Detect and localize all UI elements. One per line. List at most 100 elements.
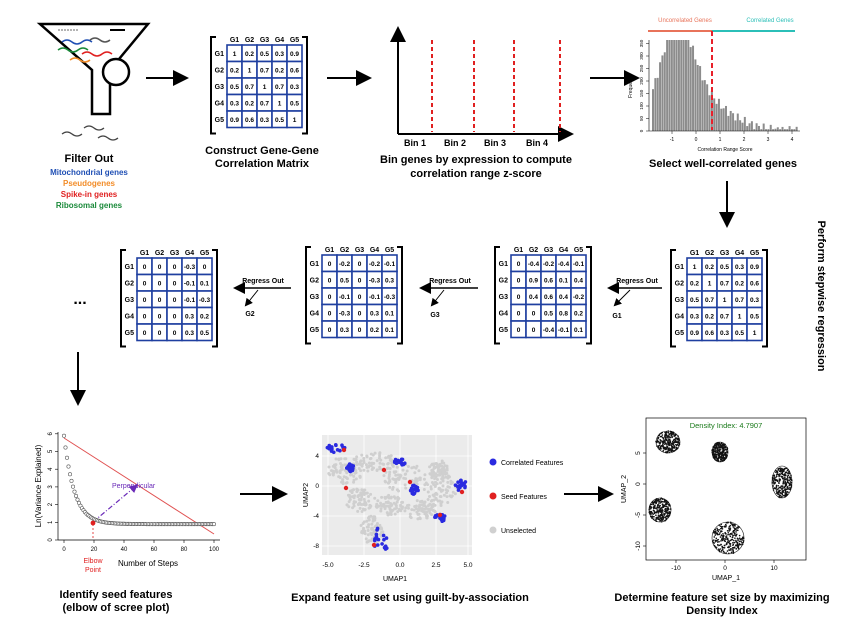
hist-bar [750,121,753,131]
umap1-point-unselected [348,498,352,502]
umap1-point-unselected [441,471,445,475]
umap2-point [726,542,728,545]
umap1-point-unselected [433,509,437,513]
scree-ytick: 0 [48,538,54,542]
umap2-point [729,528,732,531]
matrix-cell-value: -0.2 [573,294,585,301]
hist-bar [743,116,746,131]
svg-text:Regress Out: Regress Out [429,278,471,285]
umap1-point-unselected [414,507,418,511]
umap2-point [720,540,722,542]
umap1-point-unselected [339,461,343,465]
legend-unselected-dot [489,526,497,534]
matrix-cell [381,320,398,339]
umap1-point-unselected [376,499,380,503]
umap2-point [726,550,729,552]
umap2-point [780,475,782,478]
umap1-point-unselected [442,493,446,497]
hist-bar [668,40,671,131]
umap2-point [662,517,665,520]
hist-bar [748,123,751,131]
umap2-point [728,549,730,551]
umap2-point [729,527,732,530]
umap2-point [662,519,664,521]
matrix-bracket-right [586,246,592,345]
hist-bar [767,129,770,131]
umap2-point [661,498,664,500]
umap2-point [662,504,665,507]
umap1-point-unselected [415,482,419,486]
umap1-point-unselected [429,487,433,491]
elbow-point [90,520,96,526]
umap1-point-unselected [370,468,374,472]
umap1-point-unselected [357,498,361,502]
umap1-point-unselected [450,494,454,498]
umap2-point [715,456,718,458]
umap2-point [654,499,657,501]
matrix-cell-value: 1 [753,330,757,337]
umap1-point-unselected [345,481,349,485]
umap2-point [672,449,674,452]
umap1-point-unselected [362,468,366,472]
umap2-point [714,447,716,450]
umap1-point-unselected [360,453,364,457]
umap2-point [715,547,718,549]
umap1-point-unselected [423,483,427,487]
umap2-point [782,494,785,497]
umap1-point-correlated [459,480,463,484]
umap1-point-unselected [347,505,351,509]
umap2-point [650,510,653,513]
umap1-point-unselected [440,464,444,468]
umap2-point [665,517,668,520]
umap1-point-unselected [442,467,446,471]
umap1-point-unselected [352,457,356,461]
umap2-point [732,541,734,544]
umap1-point-unselected [357,462,361,466]
umap2-point [664,509,667,512]
hist-bar [654,78,657,131]
umap2-point [669,440,672,443]
umap2-point [722,534,725,537]
umap2-point [716,447,718,449]
scree-xtick: 80 [181,547,188,553]
umap1-point-unselected [370,461,374,465]
umap2-point [664,499,666,502]
matrix-row-header: G4 [125,313,134,320]
umap2-point [724,544,726,547]
umap2-point [735,539,737,542]
umap2-point [729,549,732,551]
matrix-row-header: G4 [310,310,319,317]
umap1-point-unselected [387,476,391,480]
umap2-point [781,495,783,498]
matrix-row-header: G3 [215,84,224,91]
umap2-point [718,529,721,531]
hist-bar [755,123,758,131]
umap2-point [721,459,723,462]
umap1-point-unselected [386,481,390,485]
umap2-point [715,537,718,540]
umap2-point [772,479,774,482]
umap1-point-unselected [430,468,434,472]
matrix-cell-value: 0.3 [735,264,744,271]
regress-step-g1: Regress Out G1 [607,278,662,320]
matrix-col-header: G2 [529,247,538,254]
umap2-point [778,482,780,484]
matrix-row-header: G1 [675,264,684,271]
umap2-point [671,433,673,436]
scree-ytick: 6 [48,431,54,435]
umap2-point [674,437,677,439]
matrix-cell-value: 0 [328,294,332,301]
umap1-point-correlated [453,483,458,487]
umap2-point [678,439,680,442]
umap2-point [720,446,722,448]
matrix-cell-value: 0.7 [735,297,744,304]
umap2-point [660,512,663,514]
matrix-cell [286,110,303,129]
umap1-point-unselected [359,524,363,528]
umap1-point-unselected [445,495,449,499]
matrix-cell-value: 0 [143,313,147,320]
umap2-xlabel: UMAP_1 [712,575,740,582]
umap2-point [715,449,717,451]
umap1-point-unselected [444,471,448,475]
svg-text:Regress Out: Regress Out [242,278,284,285]
